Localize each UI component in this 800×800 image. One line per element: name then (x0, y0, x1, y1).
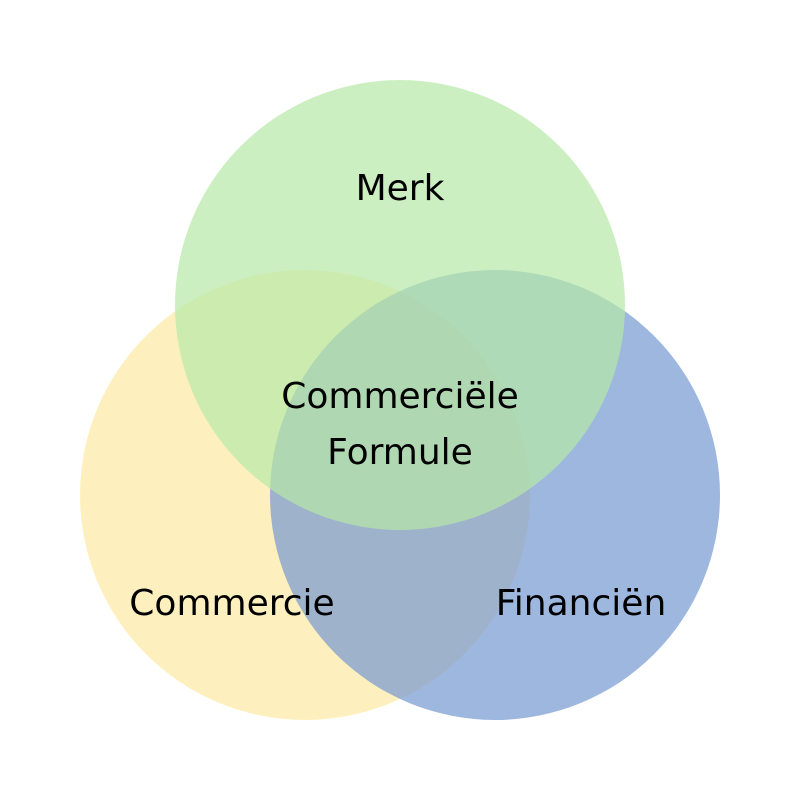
venn-circles (80, 80, 720, 720)
venn-center-label-line-2: Formule (327, 432, 473, 473)
venn-label-financien: Financiën (496, 583, 667, 624)
venn-label-commercie: Commercie (129, 583, 334, 624)
venn-label-merk: Merk (356, 168, 445, 209)
venn-circle-merk (175, 80, 625, 530)
venn-center-label-line-1: Commerciële (281, 376, 519, 417)
